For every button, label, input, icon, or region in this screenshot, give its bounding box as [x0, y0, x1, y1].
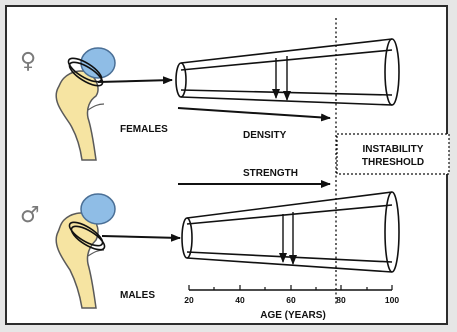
females-label: FEMALES [120, 124, 168, 135]
strength-label: STRENGTH [243, 168, 298, 179]
density-label: DENSITY [243, 130, 287, 141]
males-label: MALES [120, 290, 155, 301]
male-symbol-icon: ♂ [20, 203, 40, 228]
density-arrow [178, 108, 330, 118]
threshold-label-line1: INSTABILITY [363, 144, 424, 155]
male-pointer-arrow [102, 236, 180, 238]
axis-tick-20: 20 [184, 295, 194, 305]
axis-tick-40: 40 [235, 295, 245, 305]
female-cortical-thickness-markers [276, 56, 287, 100]
female-femur-icon [56, 71, 104, 160]
axis-tick-100: 100 [385, 295, 399, 305]
female-pointer-arrow [98, 80, 172, 82]
male-bone-cone [182, 192, 399, 272]
axis-tick-80: 80 [336, 295, 346, 305]
axis-tick-60: 60 [286, 295, 296, 305]
female-symbol-icon: ♀ [20, 49, 36, 74]
age-axis: 20 40 60 80 100 AGE (YEARS) [184, 285, 399, 321]
male-hip-joint [81, 194, 115, 224]
threshold-label-line2: THRESHOLD [362, 157, 424, 168]
axis-title: AGE (YEARS) [260, 310, 326, 321]
